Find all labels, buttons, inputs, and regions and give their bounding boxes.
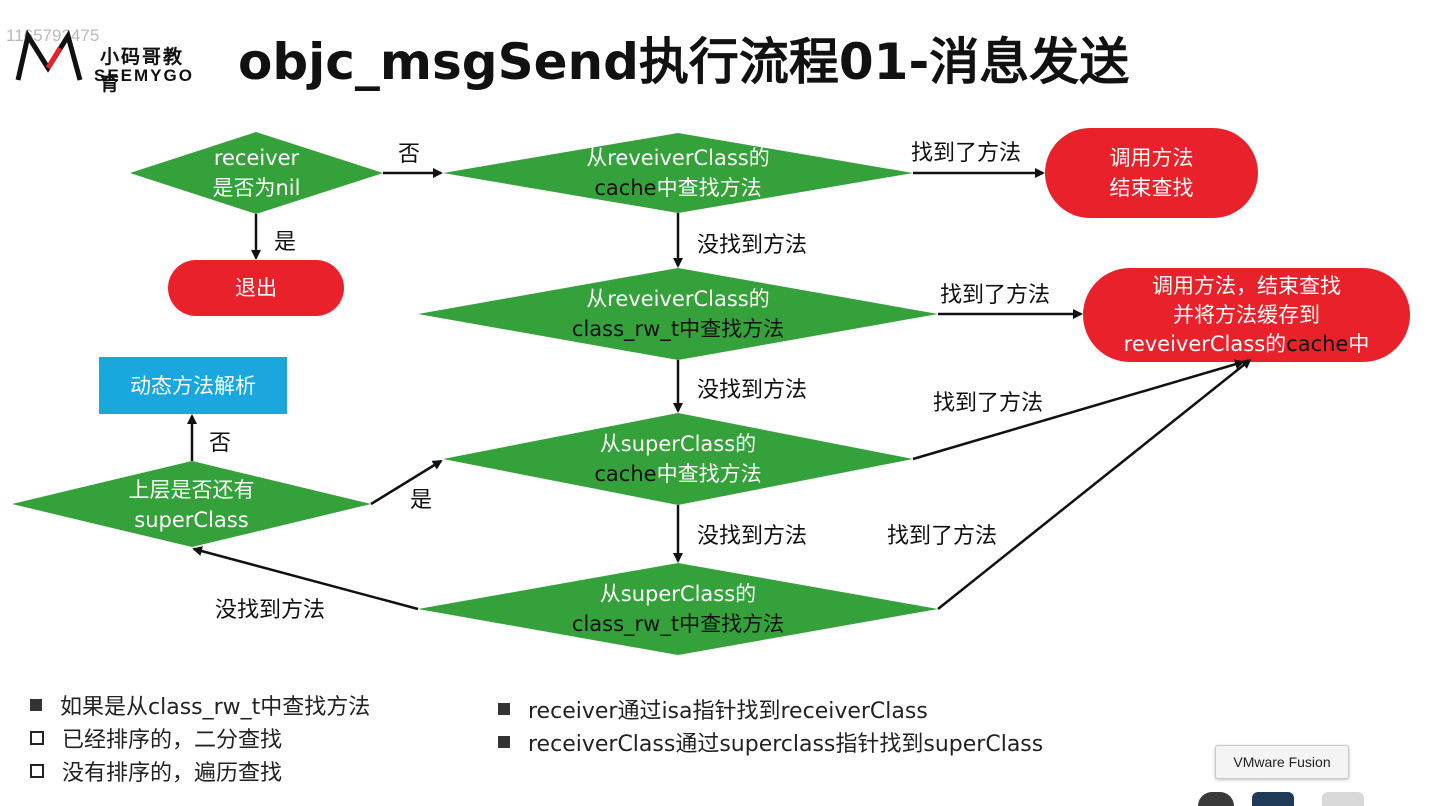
- dynamic-resolution-label: 动态方法解析: [130, 373, 256, 398]
- call-cache-terminal: [1083, 268, 1410, 362]
- label-supercache-found: 找到了方法: [933, 391, 1044, 416]
- arrow-supercache-found: [912, 359, 1245, 461]
- note-right-1-text: receiver通过isa指针找到receiverClass: [528, 698, 928, 724]
- note-left-2: 已经排序的，二分查找: [30, 721, 370, 754]
- label-cache-notfound: 没找到方法: [697, 233, 808, 258]
- call-cache-line3: reveiverClass的cache中: [1124, 330, 1370, 359]
- receiver-cache-text: 从reveiverClass的 cache中查找方法: [443, 140, 913, 206]
- dynamic-resolution-box: [99, 357, 287, 414]
- note-right-1: receiver通过isa指针找到receiverClass: [498, 692, 1043, 725]
- exit-terminal: [168, 260, 344, 316]
- super-cache-text: 从superClass的 cache中查找方法: [443, 426, 913, 492]
- notes-right: receiver通过isa指针找到receiverClass receiverC…: [498, 692, 1043, 758]
- bullet-filled-icon: [30, 698, 42, 711]
- label-superrw-notfound: 没找到方法: [215, 598, 326, 623]
- note-left-2-text: 已经排序的，二分查找: [62, 727, 283, 753]
- super-cache-line1: 从superClass的: [599, 432, 757, 456]
- dock-app-icon[interactable]: [1322, 792, 1364, 806]
- label-rw-notfound: 没找到方法: [697, 378, 808, 403]
- note-right-2-text: receiverClass通过superclass指针找到superClass: [528, 731, 1044, 757]
- super-cache-line2-cache: cache: [594, 462, 657, 486]
- bullet-filled-icon: [498, 735, 510, 748]
- receiver-cache-diamond: [443, 133, 913, 213]
- label-hassuper-yes: 是: [410, 488, 433, 513]
- dock-app-icon[interactable]: [1198, 792, 1234, 806]
- logo-text-en: SEEMYGO: [94, 66, 194, 85]
- receiver-nil-line2: 是否为nil: [212, 176, 301, 200]
- seemygo-logo: 小码哥教育 SEEMYGO: [14, 28, 204, 95]
- arrow-superrw-found: [937, 358, 1252, 610]
- logo-m-icon: [15, 29, 83, 81]
- super-cache-line2-rest: 中查找方法: [656, 462, 762, 486]
- receiver-nil-line1: receiver: [213, 146, 300, 170]
- label-supercache-notfound: 没找到方法: [697, 524, 808, 549]
- has-superclass-diamond: [12, 461, 371, 547]
- dynamic-resolution-text: 动态方法解析: [99, 357, 287, 414]
- call-cache-line2: 并将方法缓存到: [1173, 302, 1320, 327]
- super-cache-diamond: [443, 413, 913, 505]
- vmware-fusion-tooltip: VMware Fusion: [1215, 745, 1349, 779]
- super-rw-text: 从superClass的 class_rw_t中查找方法: [418, 576, 938, 642]
- super-rw-line1: 从superClass的: [599, 582, 757, 606]
- receiver-rw-diamond: [418, 268, 938, 360]
- note-right-2: receiverClass通过superclass指针找到superClass: [498, 725, 1043, 758]
- label-cache-found: 找到了方法: [911, 141, 1022, 166]
- super-cache-line2: cache中查找方法: [594, 459, 761, 489]
- call-cache-line3-a: reveiverClass的: [1123, 331, 1287, 356]
- label-hassuper-no: 否: [209, 431, 232, 456]
- has-superclass-line1: 上层是否还有: [128, 478, 255, 502]
- exit-text: 退出: [168, 260, 344, 316]
- receiver-nil-diamond: [130, 132, 383, 214]
- receiver-cache-line2-rest: 中查找方法: [656, 176, 762, 200]
- has-superclass-line2: superClass: [134, 508, 249, 532]
- receiver-cache-line2-cache: cache: [594, 176, 657, 200]
- vmware-dock-icon[interactable]: [1252, 792, 1294, 806]
- has-superclass-text: 上层是否还有 superClass: [12, 472, 371, 538]
- notes-left: 如果是从class_rw_t中查找方法 已经排序的，二分查找 没有排序的，遍历查…: [30, 688, 370, 787]
- call-cache-line1: 调用方法，结束查找: [1152, 273, 1341, 298]
- note-left-1-text: 如果是从class_rw_t中查找方法: [60, 694, 371, 720]
- receiver-rw-text: 从reveiverClass的 class_rw_t中查找方法: [418, 281, 938, 347]
- receiver-rw-line1: 从reveiverClass的: [586, 287, 770, 311]
- receiver-rw-line2: class_rw_t中查找方法: [571, 317, 785, 341]
- exit-label: 退出: [235, 276, 277, 300]
- call-cache-line3-c: 中: [1348, 331, 1370, 356]
- call-end-line2: 结束查找: [1109, 176, 1194, 200]
- call-end-terminal: [1045, 128, 1258, 218]
- receiver-cache-line2: cache中查找方法: [594, 173, 761, 203]
- label-superrw-found: 找到了方法: [887, 524, 998, 549]
- bullet-filled-icon: [498, 702, 510, 715]
- note-left-3-text: 没有排序的，遍历查找: [62, 760, 283, 786]
- note-left-3: 没有排序的，遍历查找: [30, 754, 370, 787]
- label-receiver-no: 否: [398, 142, 421, 167]
- bullet-empty-icon: [30, 763, 44, 778]
- super-rw-line2: class_rw_t中查找方法: [571, 612, 785, 636]
- super-rw-diamond: [418, 563, 938, 655]
- call-end-text: 调用方法 结束查找: [1045, 128, 1258, 218]
- logo-text-cn: 小码哥教育: [100, 46, 185, 95]
- arrow-superrw-notfound: [192, 546, 419, 611]
- label-rw-found: 找到了方法: [940, 283, 1051, 308]
- call-cache-text: 调用方法，结束查找 并将方法缓存到 reveiverClass的cache中: [1083, 268, 1410, 362]
- page-title: objc_msgSend执行流程01-消息发送: [238, 33, 1130, 91]
- label-receiver-yes: 是: [274, 230, 297, 255]
- bullet-empty-icon: [30, 730, 44, 745]
- receiver-cache-line1: 从reveiverClass的: [586, 146, 770, 170]
- call-cache-line3-cache: cache: [1286, 331, 1349, 356]
- call-end-line1: 调用方法: [1109, 146, 1194, 170]
- arrow-hassuper-yes: [370, 459, 443, 506]
- receiver-nil-text: receiver 是否为nil: [130, 140, 383, 206]
- note-left-1: 如果是从class_rw_t中查找方法: [30, 688, 370, 721]
